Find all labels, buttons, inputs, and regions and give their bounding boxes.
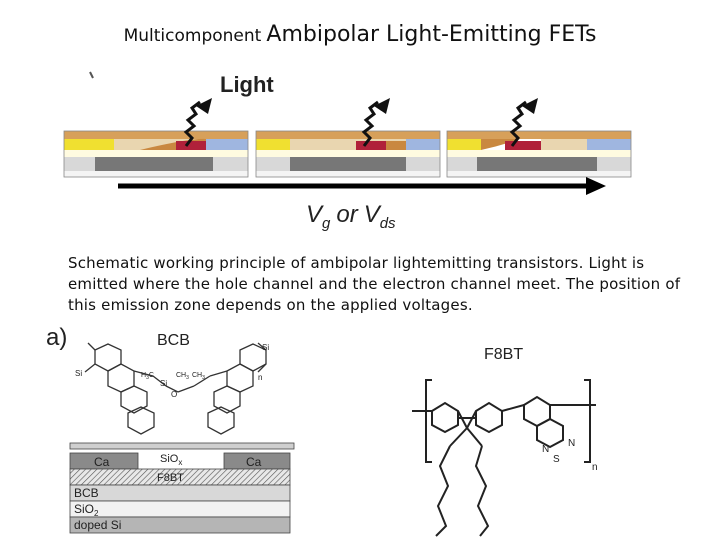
emission-arrow-3 bbox=[509, 98, 538, 147]
bcb-si-right: Si bbox=[262, 343, 269, 352]
stray-mark bbox=[89, 71, 94, 79]
emission-arrow-1 bbox=[183, 98, 212, 147]
f8bt-n1: N bbox=[542, 444, 549, 455]
f8bt-s: S bbox=[553, 454, 560, 465]
bcb-h3c: H3C bbox=[141, 372, 154, 381]
layer-ca-left: Ca bbox=[94, 455, 110, 469]
transistor-panel-2 bbox=[255, 130, 441, 178]
voltage-arrowhead bbox=[586, 177, 606, 195]
bcb-label: BCB bbox=[157, 332, 190, 349]
bcb-si-center-left: Si bbox=[160, 379, 167, 388]
title-prefix: Multicomponent bbox=[123, 26, 262, 46]
layer-bcb: BCB bbox=[74, 486, 99, 500]
figure-caption: Schematic working principle of ambipolar… bbox=[68, 254, 681, 314]
f8bt-n2: N bbox=[568, 438, 575, 449]
emission-arrow-2 bbox=[361, 98, 390, 147]
f8bt-n: n bbox=[592, 462, 598, 473]
bcb-si-left: Si bbox=[75, 369, 82, 378]
transistor-panel-1 bbox=[63, 130, 249, 178]
layer-f8bt: F8BT bbox=[157, 472, 184, 484]
bcb-ch3-b: CH3 bbox=[192, 372, 205, 381]
layer-doped-si: doped Si bbox=[74, 518, 121, 532]
light-label: Light bbox=[220, 72, 274, 97]
bcb-n: n bbox=[258, 373, 262, 382]
device-stack bbox=[69, 442, 295, 534]
layer-siox: SiOx bbox=[160, 453, 182, 467]
bcb-molecule-structure bbox=[84, 342, 267, 435]
title-main: Ambipolar Light-Emitting FETs bbox=[266, 22, 597, 47]
panel-a-label: a) bbox=[46, 324, 67, 351]
layer-sio2: SiO2 bbox=[74, 502, 99, 518]
bcb-oxygen: O bbox=[171, 390, 177, 399]
layer-ca-right: Ca bbox=[246, 455, 262, 469]
f8bt-label: F8BT bbox=[484, 346, 523, 363]
transistor-panel-3 bbox=[446, 130, 632, 178]
f8bt-molecule-structure bbox=[412, 379, 596, 537]
page-title: Multicomponent Ambipolar Light-Emitting … bbox=[0, 22, 720, 47]
bcb-ch3-a: CH3 bbox=[176, 372, 189, 381]
